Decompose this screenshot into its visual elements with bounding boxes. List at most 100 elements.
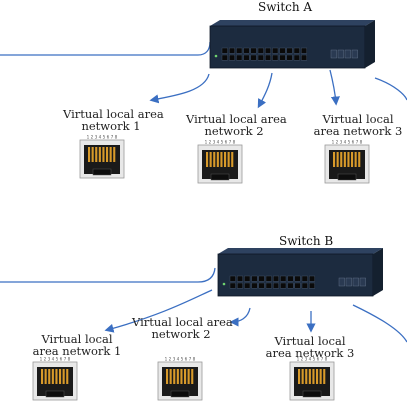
switch-port: [280, 275, 287, 282]
jack-contact: [319, 369, 322, 384]
jack-pin-numbers: 1 2 3 4 5 6 7 8: [297, 357, 328, 362]
uplink-line-b: [0, 267, 216, 283]
jack-contact: [102, 147, 105, 162]
jack-contact: [206, 152, 209, 167]
switch-b-device: [217, 248, 383, 297]
switch-port: [301, 47, 308, 54]
label-line: network 2: [151, 327, 211, 341]
switch-port: [265, 54, 272, 61]
switch-a-vlan2-jack: 1 2 3 4 5 6 7 8: [197, 140, 243, 184]
switch-a-title: Switch A: [258, 0, 313, 14]
switch-b-vlan3-jack: 1 2 3 4 5 6 7 8: [289, 357, 335, 401]
jack-latch: [302, 390, 322, 398]
jack-contact: [98, 147, 101, 162]
switch-port: [301, 275, 308, 282]
jack-contact: [187, 369, 190, 384]
switch-top-face: [218, 248, 383, 254]
jack-pin-numbers: 1 2 3 4 5 6 7 8: [205, 140, 236, 145]
label-line: area network 1: [32, 344, 122, 358]
switch-b-vlan1-jack: 1 2 3 4 5 6 7 8: [32, 357, 78, 401]
jack-contact: [316, 369, 319, 384]
jack-contact: [340, 152, 343, 167]
jack-pin-numbers: 1 2 3 4 5 6 7 8: [332, 140, 363, 145]
switch-uplink-port: [338, 277, 345, 287]
jack-latch: [45, 390, 65, 398]
switch-uplink-port: [344, 49, 351, 59]
switch-b-vlan3-label: Virtual local area network 3: [264, 335, 356, 359]
switch-port: [293, 47, 300, 54]
switch-port: [251, 275, 258, 282]
jack-contact: [44, 369, 47, 384]
label-line: area network 3: [313, 124, 403, 138]
switch-front-face: [217, 253, 374, 297]
jack-contact: [55, 369, 58, 384]
jack-contact: [59, 369, 62, 384]
jack-contact: [166, 369, 169, 384]
jack-contact: [106, 147, 109, 162]
jack-contact: [91, 147, 94, 162]
switch-port: [279, 47, 286, 54]
jack-contact: [308, 369, 311, 384]
switch-port: [309, 282, 316, 289]
jack-contact: [358, 152, 361, 167]
switch-port: [228, 47, 235, 54]
connector-a-vlan3: [329, 69, 340, 106]
uplink-line-a: [0, 41, 211, 56]
switch-port: [243, 54, 250, 61]
connector-b-offscreen: [352, 304, 407, 343]
label-line: area network 3: [265, 346, 355, 360]
jack-contact: [48, 369, 51, 384]
jack-contact: [227, 152, 230, 167]
jack-contact: [41, 369, 44, 384]
jack-contact: [62, 369, 65, 384]
switch-port: [287, 282, 294, 289]
jack-contact: [95, 147, 98, 162]
jack-contact: [213, 152, 216, 167]
switch-port: [301, 54, 308, 61]
switch-port: [265, 282, 272, 289]
switch-port: [251, 282, 258, 289]
switch-port: [265, 47, 272, 54]
switch-port: [293, 54, 300, 61]
jack-contact: [169, 369, 172, 384]
jack-contact: [224, 152, 227, 167]
switch-port: [250, 47, 257, 54]
switch-port: [280, 282, 287, 289]
label-line: network 1: [81, 119, 141, 133]
jack-latch: [92, 168, 112, 176]
switch-port: [236, 275, 243, 282]
jack-latch: [210, 173, 230, 181]
jack-contact: [173, 369, 176, 384]
jack-contact: [176, 369, 179, 384]
connector-a-offscreen: [374, 77, 407, 101]
switch-port: [236, 54, 243, 61]
switch-port: [250, 54, 257, 61]
jack-contact: [301, 369, 304, 384]
switch-port: [294, 275, 301, 282]
switch-port: [286, 54, 293, 61]
switch-port: [221, 54, 228, 61]
connector-b-vlan2: [229, 307, 251, 327]
jack-pin-numbers: 1 2 3 4 5 6 7 8: [40, 357, 71, 362]
switch-port: [273, 282, 280, 289]
label-line: Virtual local: [274, 334, 346, 348]
jack-pin-numbers: 1 2 3 4 5 6 7 8: [87, 135, 118, 140]
jack-contact: [216, 152, 219, 167]
switch-side-face: [365, 20, 375, 68]
switch-uplink-port: [359, 277, 366, 287]
switch-uplink-port: [337, 49, 344, 59]
jack-contact: [336, 152, 339, 167]
jack-contact: [333, 152, 336, 167]
jack-contact: [231, 152, 234, 167]
jack-contact: [323, 369, 326, 384]
jack-pin-numbers: 1 2 3 4 5 6 7 8: [165, 357, 196, 362]
connector-a-vlan1: [149, 73, 210, 104]
switch-port: [244, 282, 251, 289]
switch-port: [236, 47, 243, 54]
switch-port: [229, 275, 236, 282]
jack-contact: [184, 369, 187, 384]
jack-contact: [88, 147, 91, 162]
switch-b-title: Switch B: [279, 234, 334, 248]
